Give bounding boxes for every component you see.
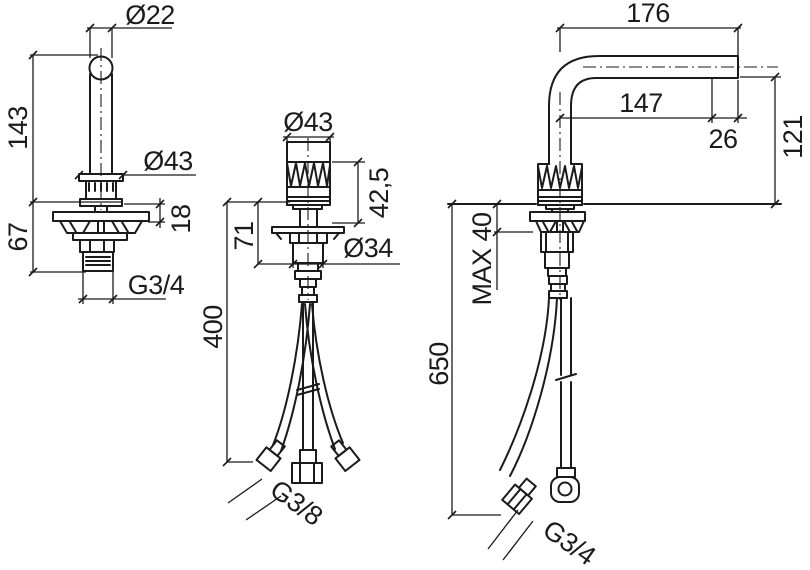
side-knob-outline (537, 163, 583, 206)
dim-label-147: 147 (619, 88, 663, 118)
center-hose-collar (299, 449, 317, 464)
spout-flange (78, 173, 124, 182)
hex-fitting-g34 (501, 477, 537, 516)
dim-label-g34-spout: G3/4 (128, 270, 185, 300)
round-fitting-hole (557, 481, 573, 497)
dim-label-d43-spout: Ø43 (143, 146, 193, 176)
threaded-shank (82, 251, 114, 272)
side-centerlines (559, 66, 778, 300)
dim-label-143: 143 (3, 106, 33, 150)
left-hose-fitting (255, 439, 286, 472)
side-curved-hose (499, 297, 558, 477)
dim-lines-71-d34 (257, 202, 400, 268)
dim-label-425: 42,5 (364, 168, 394, 219)
dim-lines-425 (332, 161, 365, 224)
dim-ticks-left (28, 23, 165, 304)
spout-outlet-circle (88, 55, 114, 81)
round-fitting-cap (550, 476, 580, 503)
side-body (540, 231, 574, 299)
dim-label-400: 400 (198, 305, 228, 349)
dim-ticks-right (447, 23, 780, 520)
side-knob-knurl (537, 165, 583, 189)
center-hose (296, 301, 320, 451)
knob-outline (286, 141, 331, 206)
dim-label-67: 67 (3, 222, 33, 251)
dim-lines-143-67 (30, 54, 122, 273)
dim-label-121: 121 (778, 115, 808, 159)
dim-lines-176 (557, 27, 741, 73)
mount-disc (72, 232, 128, 241)
dim-ticks-middle (222, 132, 363, 467)
dim-label-650: 650 (424, 342, 454, 386)
dim-lines-g38 (227, 478, 282, 521)
dim-label-max40: MAX 40 (467, 212, 497, 305)
dim-label-d43-knob: Ø43 (283, 107, 333, 137)
dim-lines-max40 (494, 204, 533, 290)
spout-front-view: Ø22 143 Ø43 18 67 G3/4 (3, 0, 196, 304)
dim-label-d34: Ø34 (343, 233, 393, 263)
control-valve-front-view: Ø43 42,5 71 Ø34 400 G3/8 (198, 107, 400, 531)
dim-label-18: 18 (166, 204, 196, 233)
side-straight-hose (555, 297, 577, 469)
mount-nut (79, 239, 115, 253)
valve-connector-stack (294, 262, 322, 303)
side-escutcheon (529, 211, 586, 222)
valve-nut (289, 232, 328, 244)
knob-band (286, 186, 331, 206)
dim-lines-d22 (87, 27, 172, 58)
dim-label-26: 26 (708, 124, 737, 154)
dim-label-71: 71 (229, 221, 259, 250)
side-knob-band (537, 189, 583, 213)
center-hose-nut (291, 462, 323, 484)
dim-lines-147-26 (560, 78, 747, 123)
valve-escutcheon (271, 226, 345, 240)
round-fitting-collar (556, 467, 576, 478)
right-hose (304, 303, 344, 450)
spout-base-disc (79, 198, 123, 213)
knob-stem (292, 204, 323, 228)
dim-lines-g34-side (487, 509, 534, 561)
dim-label-d22: Ø22 (125, 0, 175, 30)
spout-tube (89, 73, 113, 175)
dim-label-176: 176 (626, 0, 670, 28)
escutcheon-flares (59, 220, 143, 234)
assembled-side-view: 176 147 26 121 MAX 40 650 G3/4 (424, 0, 808, 570)
escutcheon-plate (52, 211, 150, 222)
dim-lines-121 (740, 76, 781, 204)
spout-base (85, 180, 117, 200)
dim-label-g34-side: G3/4 (537, 514, 601, 570)
dim-lines-650 (451, 204, 501, 516)
right-hose-fitting (330, 439, 361, 472)
left-hose (272, 303, 311, 452)
